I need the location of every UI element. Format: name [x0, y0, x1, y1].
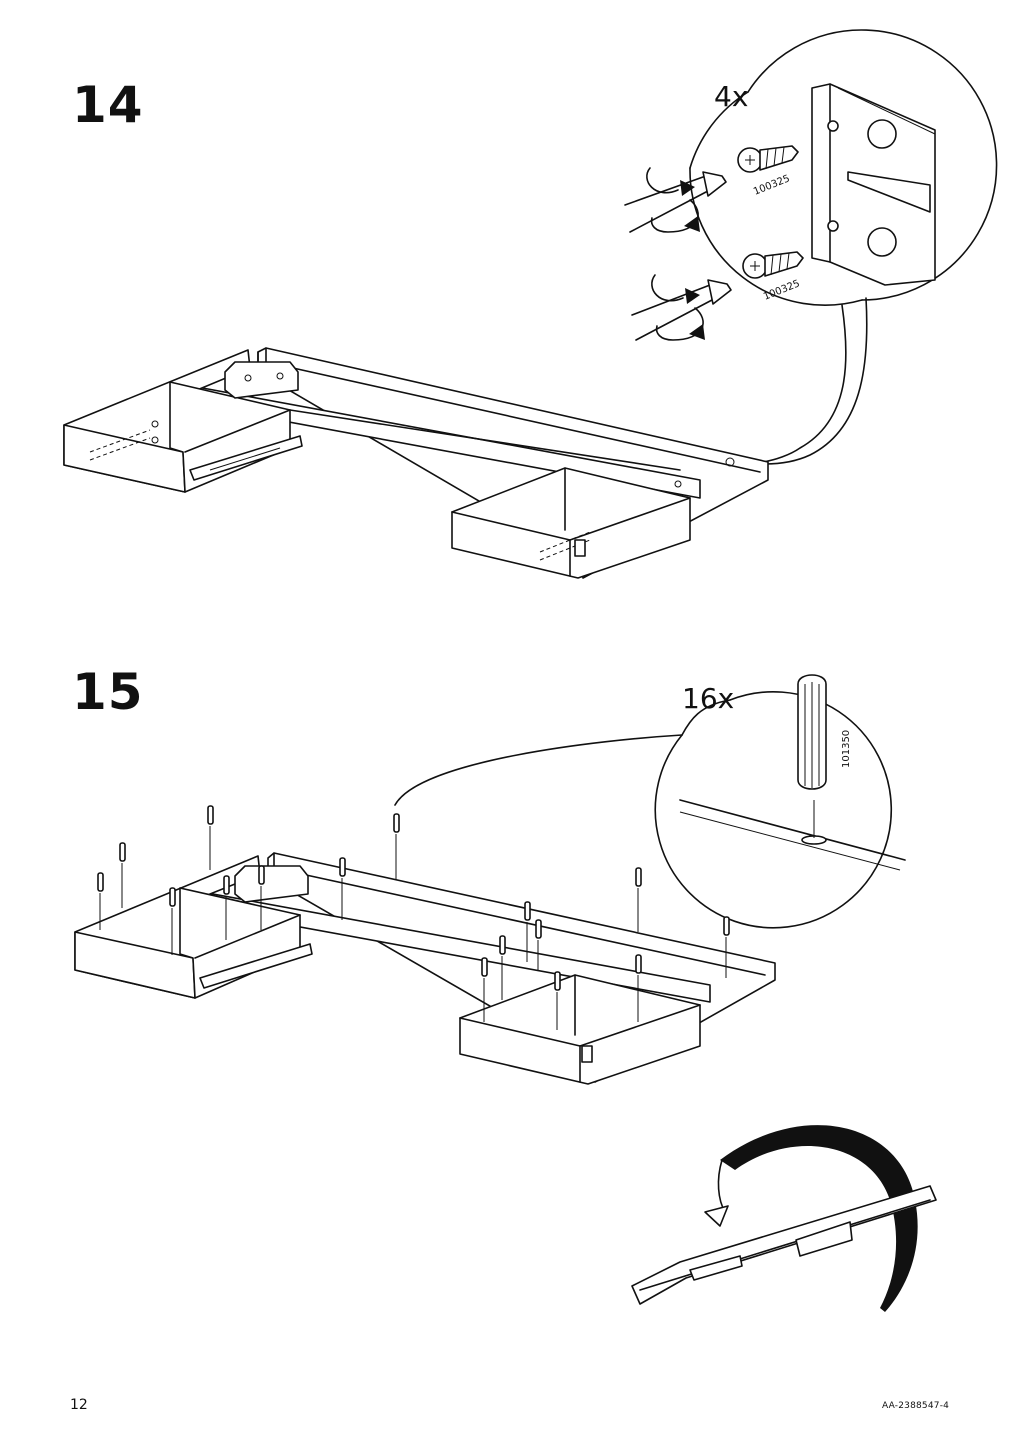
- dowel-icon: [797, 674, 827, 790]
- dowel-icon: [97, 805, 730, 1030]
- step-15-detail-callout: 101350: [394, 674, 906, 929]
- step-14-detail-callout: 100325 100325: [624, 29, 998, 465]
- document-code: AA-2388547-4: [882, 1401, 950, 1411]
- step-15-part-code: 101350: [841, 730, 852, 768]
- step-15-frame-drawing: [74, 805, 776, 1085]
- screw-icon: [737, 145, 799, 173]
- step-15-quantity: 16x: [682, 682, 735, 715]
- screwdriver-icon: [631, 274, 732, 341]
- screw-icon: [742, 251, 804, 279]
- step-14-part-code-1: 100325: [752, 173, 792, 198]
- page-number: 12: [70, 1397, 88, 1413]
- step-14-frame-drawing: [63, 347, 769, 579]
- step-14-part-code-2: 100325: [762, 278, 802, 303]
- screwdriver-icon: [624, 167, 727, 233]
- step-14-quantity: 4x: [714, 80, 749, 113]
- step-15-number: 15: [72, 663, 144, 721]
- flip-over-illustration: [631, 1125, 937, 1312]
- step-14-number: 14: [72, 76, 144, 134]
